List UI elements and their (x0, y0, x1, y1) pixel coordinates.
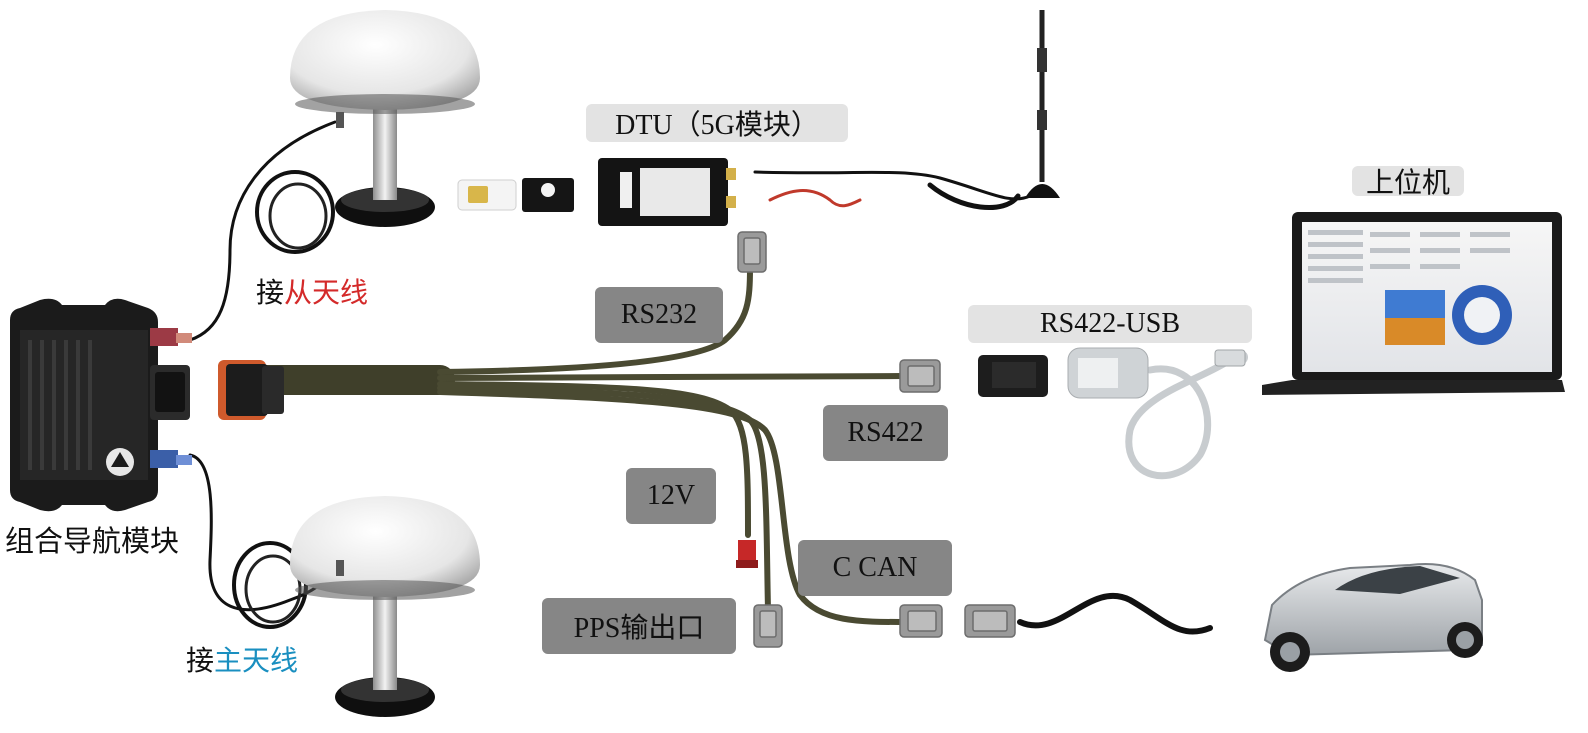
navigation-module-icon (10, 298, 192, 512)
gnss-antenna-icon (290, 496, 480, 717)
obd-cable (1017, 592, 1213, 635)
master-antenna-coil (232, 541, 308, 629)
gnss-antenna-icon (290, 10, 480, 227)
rs422-wire (437, 373, 908, 381)
rs422-label: RS422 (823, 405, 948, 461)
db9-connector-icon (964, 604, 1016, 638)
master-antenna-label: 接主天线 (186, 648, 298, 676)
v12-label: 12V (626, 468, 716, 524)
ccan-label: C CAN (798, 540, 952, 596)
pps-label: PPS输出口 (542, 598, 736, 654)
slave-antenna-name: 从天线 (284, 278, 369, 309)
db9-connector-icon (899, 604, 943, 638)
db9-connector-icon (753, 604, 783, 648)
dtu-antenna-cable (753, 170, 1032, 201)
rs232-wire (437, 265, 753, 375)
sim-card-icon (457, 178, 574, 212)
harness-connector-icon (218, 360, 284, 420)
dtu-power-cable (768, 189, 862, 208)
slave-antenna-port-icon (150, 328, 178, 346)
slave-antenna-coil (255, 170, 335, 254)
host-label: 上位机 (1352, 166, 1464, 199)
car-icon (1263, 563, 1483, 672)
rs232-label: RS232 (595, 287, 723, 343)
ccan-wire (437, 389, 908, 625)
master-antenna-port-icon (150, 450, 178, 468)
pps-wire (437, 385, 771, 613)
dtu-device-icon (598, 158, 736, 226)
db9-connector-icon (737, 231, 767, 273)
master-antenna-name: 主天线 (214, 646, 299, 677)
slave-antenna-lead (188, 120, 337, 342)
laptop-icon (1262, 212, 1565, 395)
rs422-usb-label: RS422-USB (968, 305, 1252, 343)
db9-connector-icon (899, 359, 941, 393)
master-antenna-prefix: 接 (186, 646, 215, 677)
cellular-antenna-icon (1025, 10, 1060, 198)
rs422-usb-converter-icon (978, 347, 1246, 399)
navigation-module-label: 组合导航模块 (5, 526, 180, 558)
slave-antenna-prefix: 接 (256, 278, 285, 309)
dtu-label: DTU（5G模块） (586, 104, 848, 142)
power-connector-icon (736, 540, 758, 568)
slave-antenna-label: 接从天线 (256, 280, 368, 308)
